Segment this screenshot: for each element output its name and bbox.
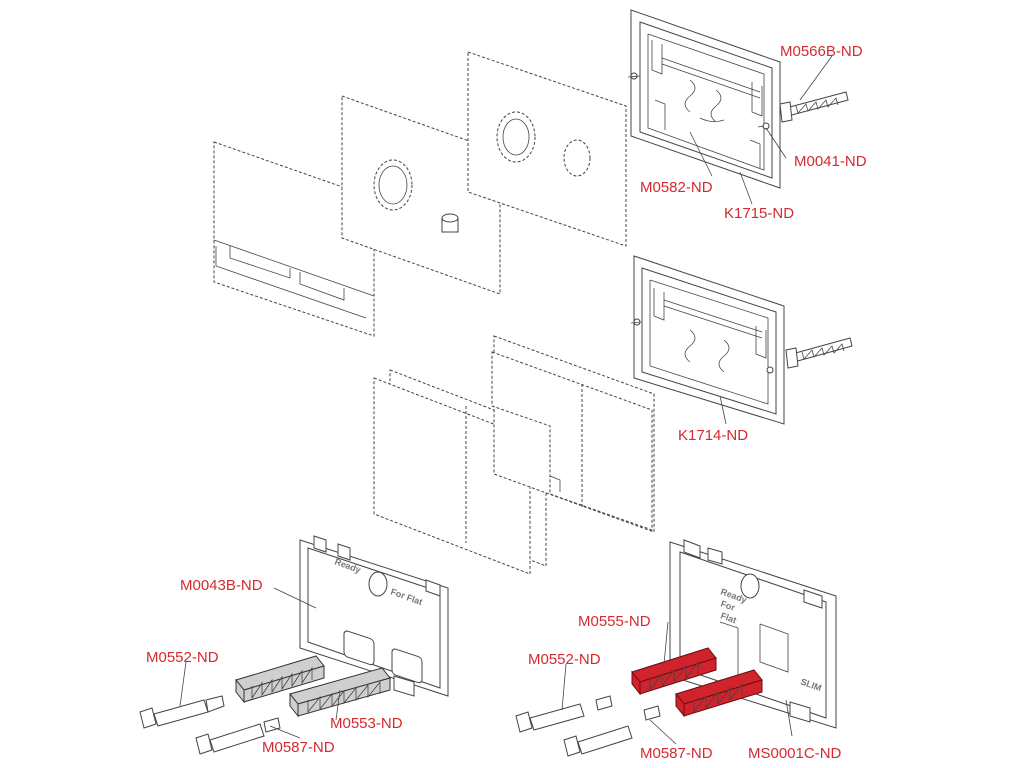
label-m0552-right: M0552-ND: [528, 651, 601, 668]
round-button-ring: [373, 159, 413, 211]
cover-plate-two-holes: [467, 51, 627, 247]
label-ms0001c: MS0001C-ND: [748, 745, 842, 762]
frame-k1714: [630, 255, 785, 425]
center-hole: [368, 571, 388, 597]
label-k1715: K1715-ND: [724, 205, 794, 222]
label-m0587-left: M0587-ND: [262, 739, 335, 756]
anchor-bolt-k1714: [785, 337, 853, 369]
label-m0553: M0553-ND: [330, 715, 403, 732]
label-m0043b: M0043B-ND: [180, 577, 263, 594]
anchor-m0587-left: [195, 717, 281, 755]
label-m0587-right: M0587-ND: [640, 745, 713, 762]
frame-k1715: [627, 9, 781, 189]
label-m0552-left: M0552-ND: [146, 649, 219, 666]
label-m0041: M0041-ND: [794, 153, 867, 170]
embossed-for: For: [719, 598, 737, 613]
mounting-plate-ms0001c: Ready For Flat SLIM: [669, 539, 837, 729]
mounting-slot: [391, 648, 423, 684]
cover-plate-round-button: [341, 95, 501, 295]
rail-clip-m0555-second: [675, 669, 763, 718]
anchor-m0587-right: [563, 705, 661, 757]
label-k1714: K1714-ND: [678, 427, 748, 444]
cover-plate-blank: [213, 141, 375, 337]
rail-clip-m0553-second: [289, 667, 391, 718]
mounting-slot: [343, 630, 375, 666]
dual-flush-plate-right: [491, 335, 655, 533]
rail-clip-m0555: [631, 647, 717, 696]
anchor-m0552-right: [515, 695, 613, 733]
part-labels: M0566B-ND M0041-ND M0582-ND K1715-ND K17…: [146, 43, 867, 762]
round-hole-small: [563, 139, 591, 177]
anchor-m0552-left: [139, 695, 225, 729]
rail-clip-m0553: [235, 655, 325, 704]
small-knob: [441, 213, 459, 233]
mounting-plate-m0043b: Ready For Flat: [299, 535, 449, 697]
small-screw-m0041: [757, 122, 770, 130]
label-m0555: M0555-ND: [578, 613, 651, 630]
label-m0566b: M0566B-ND: [780, 43, 863, 60]
center-hole: [740, 573, 760, 599]
anchor-bolt-m0566b: [779, 91, 849, 123]
leader-lines: [179, 55, 833, 745]
label-m0582: M0582-ND: [640, 179, 713, 196]
